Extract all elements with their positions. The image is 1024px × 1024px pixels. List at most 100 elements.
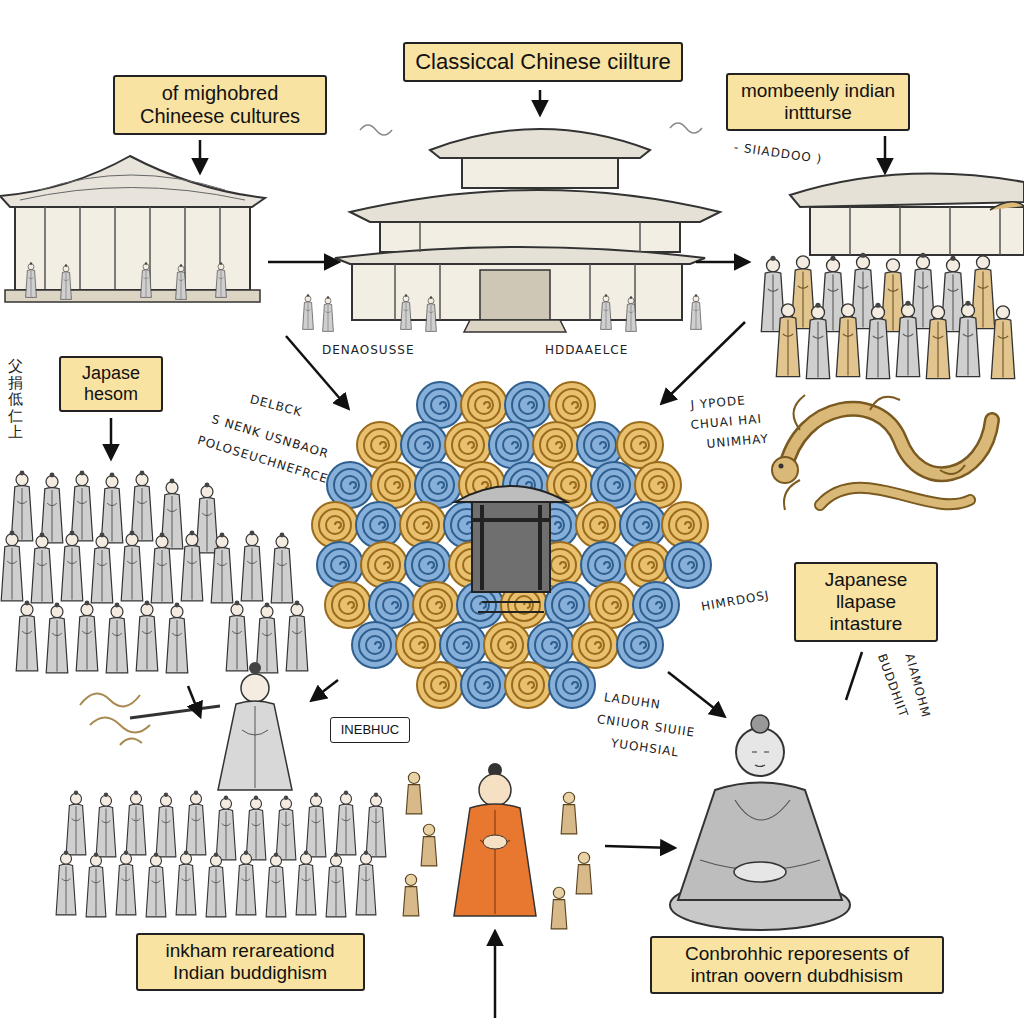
central-temple-part [601, 294, 612, 329]
box-text: of mighobred Chineese cultures [125, 82, 315, 128]
japanese-crowd-part [46, 603, 68, 673]
bottom-left-scene-part [116, 851, 136, 915]
central-temple [303, 123, 720, 332]
bottom-left-scene-part [356, 851, 376, 915]
spiral-cloud-part [484, 622, 530, 668]
japanese-crowd-part [76, 601, 98, 671]
spiral-cloud-part [472, 505, 550, 590]
bottom-left-scene-part [130, 706, 220, 718]
japanese-crowd-part [16, 601, 38, 671]
bottom-left-scene-part [246, 796, 266, 860]
left-temple-part [141, 262, 152, 297]
central-temple-part [480, 270, 550, 320]
japanese-crowd-part [151, 533, 173, 603]
japanese-crowd-part [61, 531, 83, 601]
label-box: Japanese llapase intasture [794, 562, 938, 642]
label-box: Conbrohhic reporesents of intran oovern … [650, 936, 944, 994]
orange-monk-part [479, 774, 511, 806]
central-temple-part [401, 294, 412, 329]
spiral-cloud-part [461, 662, 507, 708]
bottom-left-scene-part [156, 793, 176, 857]
japanese-crowd-part [71, 471, 93, 541]
japanese-crowd-part [121, 531, 143, 601]
central-temple-part [360, 123, 702, 135]
japanese-crowd-part [91, 533, 113, 603]
spiral-cloud-part [417, 662, 463, 708]
bottom-left-scene-part [176, 851, 196, 915]
sketch-arrows-part [696, 261, 748, 264]
indian-temple-part [790, 174, 1024, 207]
japanese-crowd-part [241, 531, 263, 601]
bottom-left-scene-part [296, 851, 316, 915]
scribble-label: J YPODE [690, 393, 746, 412]
bottom-left-scene-part [236, 851, 256, 915]
sketch-arrows-part [110, 418, 113, 458]
bottom-left-scene-part [366, 793, 386, 857]
bottom-left-scene-part [336, 791, 356, 855]
tag-box: INEBHUC [330, 717, 411, 744]
indian-temple-part [990, 202, 1024, 210]
central-temple-part [335, 247, 705, 264]
central-temple-part [691, 294, 702, 329]
bottom-left-scene-part [96, 793, 116, 857]
japanese-crowd-part [211, 533, 233, 603]
central-temple-part [430, 129, 650, 158]
japanese-crowd [1, 471, 308, 673]
spiral-cloud-part [472, 500, 550, 592]
sketch-arrows-part [539, 90, 542, 114]
seated-buddha-part [751, 715, 769, 733]
orange-monk-part [576, 852, 592, 894]
bottom-left-scene [56, 662, 386, 917]
central-temple-part [323, 296, 334, 331]
sketch-arrows-part [662, 322, 745, 403]
dragon-part [779, 464, 784, 469]
scribble-label: CNIUOR SIUIIE [596, 712, 696, 740]
scribble-label: - SIIADDOO ) [733, 140, 823, 166]
scribble-label: DENAOSUSSE [322, 343, 414, 357]
seated-buddha-part [700, 800, 820, 870]
japanese-crowd-part [106, 603, 128, 673]
bottom-left-scene-part [216, 796, 236, 860]
spiral-cloud-part [572, 622, 618, 668]
seated-buddha-part [734, 862, 786, 882]
central-temple-part [464, 320, 566, 332]
spiral-cloud-part [665, 542, 711, 588]
japanese-crowd-part [181, 531, 203, 601]
bottom-left-scene-part [66, 791, 86, 855]
sketch-arrows-part [846, 652, 862, 700]
left-temple-part [26, 262, 37, 297]
seated-buddha-part [678, 783, 842, 901]
spiral-cloud-part [528, 622, 574, 668]
central-temple-part [350, 190, 720, 222]
left-temple-part [216, 262, 227, 297]
bottom-left-scene-part [306, 793, 326, 857]
box-text: Japase hesom [71, 363, 151, 404]
bottom-left-scene-part [186, 791, 206, 855]
indian-temple-part [991, 306, 1014, 379]
indian-temple-part [956, 301, 979, 377]
left-temple-part [176, 264, 187, 299]
label-box: Classiccal Chinese ciilture [403, 42, 683, 81]
spiral-cloud-part [576, 502, 622, 548]
dragon-part [785, 409, 992, 474]
dragon-part [820, 488, 970, 505]
japanese-crowd-part [256, 603, 278, 673]
spiral-cloud-part [317, 542, 363, 588]
indian-temple-part [850, 207, 1000, 255]
seated-buddha-part [736, 728, 784, 776]
scribble-label: YUOHSIAL [610, 736, 680, 759]
bottom-left-scene-part [218, 701, 292, 790]
bottom-left-scene-part [206, 853, 226, 917]
orange-monk-part [551, 887, 567, 929]
japanese-crowd-part [31, 533, 53, 603]
spiral-cloud-part [325, 582, 371, 628]
dragon [772, 395, 992, 510]
scribble-label: CHUAI HAI [690, 412, 762, 432]
box-text: INEBHUC [341, 723, 400, 738]
orange-monk-part [406, 772, 422, 814]
spiral-cloud [312, 382, 711, 708]
bottom-left-scene-part [126, 791, 146, 855]
sketch-arrows-part [884, 136, 887, 172]
